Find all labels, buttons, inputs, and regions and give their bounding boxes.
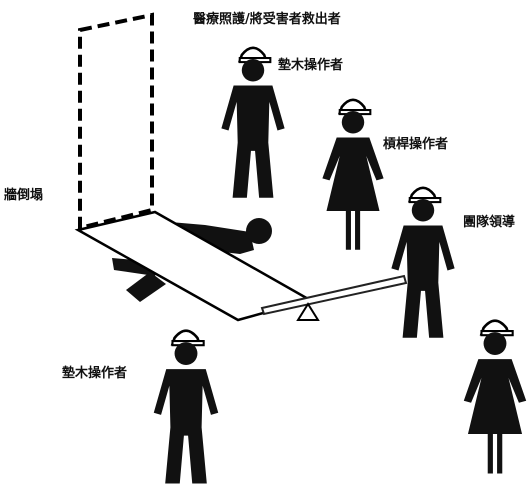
lever-bar bbox=[260, 274, 408, 316]
cribbing-operator-top-label: 墊木操作者 bbox=[278, 58, 344, 73]
lever-operator-figure bbox=[321, 98, 385, 252]
cribbing-operator-bottom-figure bbox=[152, 329, 220, 484]
medical-rescuer-figure bbox=[462, 319, 528, 475]
team-leader-label: 團隊領導 bbox=[463, 215, 516, 230]
wall-original-outline bbox=[78, 12, 154, 231]
title-label: 醫療照護/將受害者救出者 bbox=[193, 12, 341, 27]
collapsed-wall-label: 牆倒塌 bbox=[4, 188, 44, 203]
team-leader-figure bbox=[390, 186, 456, 340]
lever-operator-label: 槓桿操作者 bbox=[383, 137, 449, 152]
fulcrum-icon bbox=[296, 302, 320, 321]
cribbing-operator-top-figure bbox=[220, 46, 286, 200]
cribbing-operator-bottom-label: 墊木操作者 bbox=[62, 366, 128, 381]
